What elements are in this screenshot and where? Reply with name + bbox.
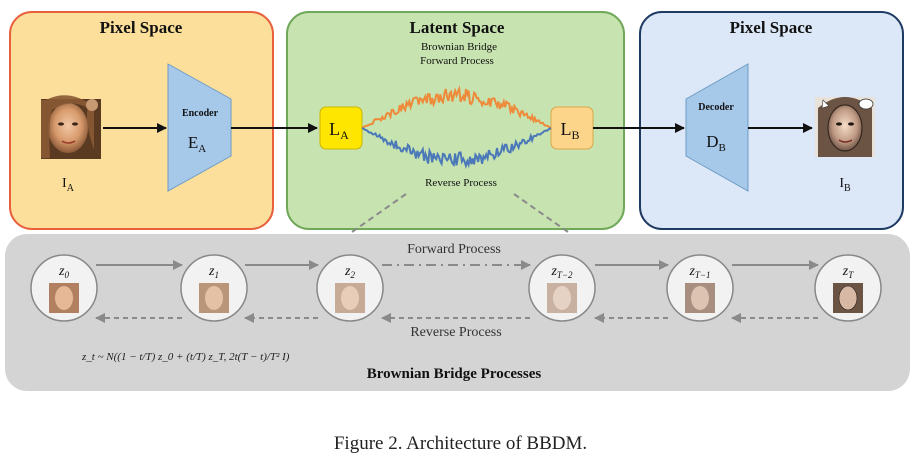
forward-process-wave <box>361 85 552 129</box>
pixel-space-right-panel <box>639 11 904 230</box>
latent-lb-label: LB <box>560 119 579 142</box>
forward-process-top-label: Forward Process <box>420 55 494 67</box>
decoder-symbol: DB <box>706 132 726 154</box>
zoom-line-right <box>513 193 569 233</box>
node-z1: z1 <box>180 254 248 322</box>
svg-text:z1: z1 <box>208 264 219 280</box>
latent-la-label: LA <box>329 119 349 142</box>
svg-text:zT−1: zT−1 <box>688 264 710 280</box>
node-z-t-minus-1: zT−1 <box>666 254 734 322</box>
svg-text:z0: z0 <box>58 264 69 280</box>
image-label-b: IB <box>839 176 851 194</box>
encoder-title: Encoder <box>182 108 219 119</box>
output-image-b <box>815 97 875 157</box>
latent-space-panel <box>286 11 625 230</box>
node-z0: z0 <box>30 254 98 322</box>
decoder-block <box>685 63 749 192</box>
encoder-symbol: EA <box>188 133 206 155</box>
bridge-formula: z_t ~ N((1 − t/T) z_0 + (t/T) z_T, 2t(T … <box>81 351 290 363</box>
latent-space-title: Latent Space <box>410 18 505 37</box>
decoder-title: Decoder <box>698 102 734 113</box>
bridge-processes-title: Brownian Bridge Processes <box>367 366 542 382</box>
reverse-process-wave <box>361 127 552 170</box>
node-z-t-minus-2: zT−2 <box>528 254 596 322</box>
pixel-space-right-title: Pixel Space <box>730 18 813 37</box>
reverse-process-top-label: Reverse Process <box>425 177 497 189</box>
encoder-block <box>167 63 232 192</box>
figure-caption: Figure 2. Architecture of BBDM. <box>333 433 588 454</box>
zoom-line-left <box>351 193 407 233</box>
pixel-space-left-title: Pixel Space <box>100 18 183 37</box>
input-image-a <box>41 95 101 159</box>
svg-text:zT−2: zT−2 <box>550 264 573 280</box>
svg-text:zT: zT <box>842 264 854 280</box>
image-label-a: IA <box>62 176 75 194</box>
node-z2: z2 <box>316 254 384 322</box>
svg-text:z2: z2 <box>344 264 355 280</box>
reverse-process-label: Reverse Process <box>410 325 501 340</box>
forward-process-label: Forward Process <box>407 242 501 257</box>
node-z-t: zT <box>814 254 882 322</box>
pixel-space-left-panel <box>9 11 274 230</box>
brownian-bridge-label: Brownian Bridge <box>421 41 497 53</box>
